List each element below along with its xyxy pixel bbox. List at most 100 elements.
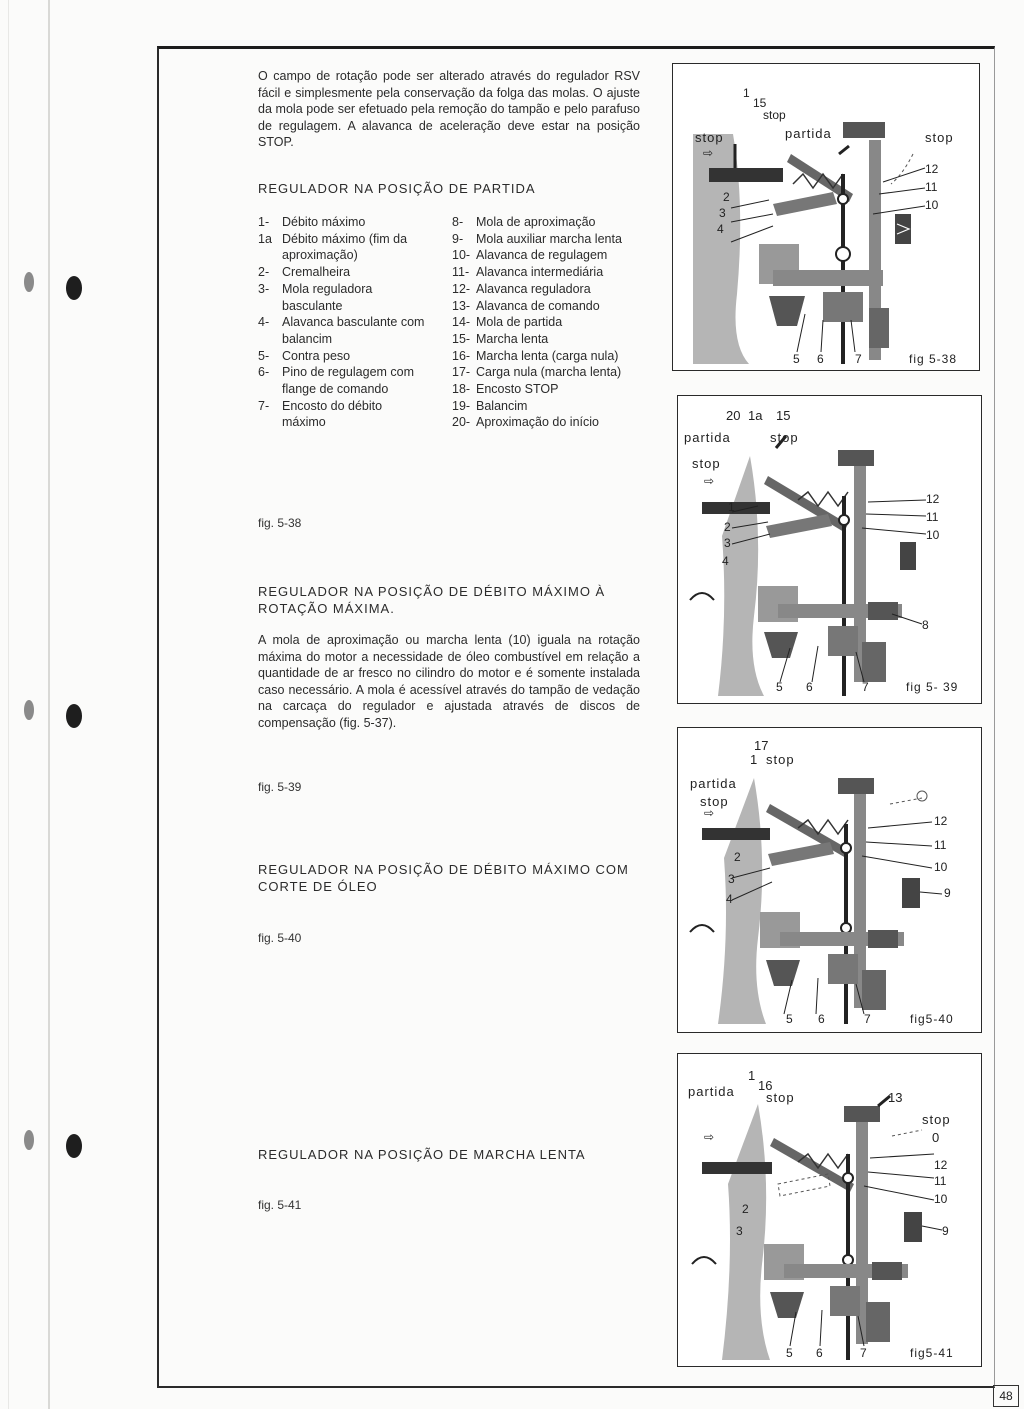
- legend-item: 4- Alavanca basculante com balancim: [258, 314, 428, 347]
- arrow-icon: ⇨: [704, 1130, 715, 1144]
- label-stop: stop: [766, 752, 795, 767]
- punch-hole: [66, 276, 82, 300]
- figure-5-39: 20 1a 15 partida stop stop ⇨ 1 2 3 4 12 …: [677, 395, 982, 704]
- legend-item: 1- Débito máximo: [258, 214, 428, 231]
- label-stop: stop: [925, 130, 954, 145]
- legend-item-label: Encosto do débito máximo: [282, 398, 383, 430]
- label-stop: stop: [763, 108, 786, 122]
- legend-item: 10-Alavanca de regulagem: [452, 247, 640, 264]
- callout-10: 10: [934, 1192, 948, 1206]
- legend-item-number: 11-: [452, 265, 470, 280]
- legend-item-number: 4-: [258, 315, 270, 330]
- legend-item-number: 9-: [452, 231, 464, 246]
- legend-item-label: Balancim: [476, 398, 528, 413]
- arrow-icon: ⇨: [704, 474, 715, 488]
- intro-paragraph: O campo de rotação pode ser alterado atr…: [258, 69, 640, 149]
- callout-11: 11: [934, 838, 947, 852]
- legend-item: 11-Alavanca intermediária: [452, 264, 640, 281]
- callout-1: 1: [750, 752, 758, 767]
- callout-7: 7: [862, 680, 869, 694]
- binder-edge: [8, 0, 9, 1409]
- callout-3: 3: [719, 206, 726, 220]
- callout-12: 12: [934, 1158, 948, 1172]
- punch-hole: [24, 272, 34, 292]
- figure-5-41: 1 16 partida stop 13 stop 0 ⇨ 12 11 10 9…: [677, 1053, 982, 1367]
- legend-item-label: Alavanca basculante com balancim: [282, 315, 425, 346]
- legend-item-label: Mola de partida: [476, 315, 563, 330]
- label-partida: partida: [785, 126, 832, 141]
- callout-17: 17: [754, 738, 769, 753]
- figure-reference: fig. 5-38: [258, 516, 302, 530]
- figure-reference: fig. 5-40: [258, 931, 302, 945]
- callout-12: 12: [925, 162, 939, 176]
- legend-item: 14-Mola de partida: [452, 314, 640, 331]
- callout-5: 5: [786, 1012, 793, 1026]
- legend-item-label: Alavanca de regulagem: [476, 248, 608, 263]
- legend-item-label: Mola reguladora basculante: [282, 281, 373, 313]
- governor-diagram: [693, 122, 926, 364]
- punch-hole: [24, 1130, 34, 1150]
- legend-item-label: Débito máximo: [282, 215, 366, 229]
- callout-11: 11: [934, 1174, 947, 1188]
- callout-4: 4: [717, 222, 724, 236]
- legend-item: 13- Alavanca de comando: [452, 298, 640, 315]
- legend-item: 16- Marcha lenta (carga nula): [452, 348, 640, 365]
- callout-16: 16: [758, 1078, 773, 1093]
- section-heading-corte-oleo: REGULADOR NA POSIÇÃO DE DÉBITO MÁXIMO CO…: [258, 862, 629, 894]
- legend-item-number: 12-: [452, 281, 471, 296]
- legend-item-number: 15-: [452, 331, 471, 346]
- callout-1: 1: [728, 500, 735, 514]
- figure-caption: fig 5- 39: [906, 680, 959, 694]
- arrow-icon: ⇨: [703, 146, 714, 160]
- legend-item: 20-Aproximação do início: [452, 414, 640, 431]
- page-frame: [157, 46, 995, 1388]
- binder-edge: [48, 0, 50, 1409]
- section-heading-debito-maximo: REGULADOR NA POSIÇÃO DE DÉBITO MÁXIMO À …: [258, 584, 606, 616]
- label-stop: stop: [700, 794, 729, 809]
- callout-9: 9: [944, 886, 951, 900]
- callout-1a: 1a: [748, 408, 763, 423]
- legend-item-label: Aproximação do início: [476, 415, 599, 430]
- label-stop: stop: [692, 456, 721, 471]
- callout-6: 6: [806, 680, 813, 694]
- label-stop: stop: [770, 430, 799, 445]
- legend-item-label: Débito máximo (fim da aproximação): [282, 231, 408, 263]
- legend-item-number: 5-: [258, 348, 270, 363]
- legend-item-number: 19-: [452, 398, 471, 413]
- legend-item: 19- Balancim: [452, 398, 640, 415]
- punch-hole: [66, 1134, 82, 1158]
- callout-3: 3: [728, 872, 735, 886]
- legend-item: 7-Encosto do débito máximo: [258, 398, 428, 431]
- callout-15: 15: [753, 96, 767, 110]
- callout-2: 2: [742, 1202, 749, 1216]
- legend-item-label: Contra peso: [282, 348, 351, 363]
- legend-item-number: 1-: [258, 215, 270, 229]
- legend-item-number: 13-: [452, 298, 471, 313]
- legend-item: 2- Cremalheira: [258, 264, 428, 281]
- callout-20: 20: [726, 408, 741, 423]
- callout-1: 1: [743, 86, 750, 100]
- callout-5: 5: [776, 680, 783, 694]
- legend-item-number: 16-: [452, 348, 471, 363]
- callout-5: 5: [786, 1346, 793, 1360]
- callout-6: 6: [816, 1346, 823, 1360]
- figure-5-38: 1 15 stop stop ⇨ partida stop 12 11 10 2…: [672, 63, 980, 371]
- legend-item-number: 2-: [258, 265, 270, 280]
- figure-reference: fig. 5-39: [258, 780, 302, 794]
- legend-item-label: Cremalheira: [282, 265, 351, 280]
- legend-item-label: Pino de regulagem com flange de comando: [282, 365, 415, 397]
- label-stop: stop: [766, 1090, 795, 1105]
- legend-item-label: Carga nula (marcha lenta): [476, 365, 622, 380]
- legend-item-label: Alavanca de comando: [476, 298, 600, 313]
- legend-item-label: Marcha lenta (carga nula): [476, 348, 619, 363]
- callout-10: 10: [925, 198, 939, 212]
- legend-item: 17-Carga nula (marcha lenta): [452, 364, 640, 381]
- legend-item: 8-Mola de aproximação: [452, 214, 640, 231]
- arrow-icon: ⇨: [704, 806, 715, 820]
- legend-item-number: 6-: [258, 365, 270, 380]
- legend-item: 12-Alavanca reguladora: [452, 281, 640, 298]
- callout-12: 12: [926, 492, 940, 506]
